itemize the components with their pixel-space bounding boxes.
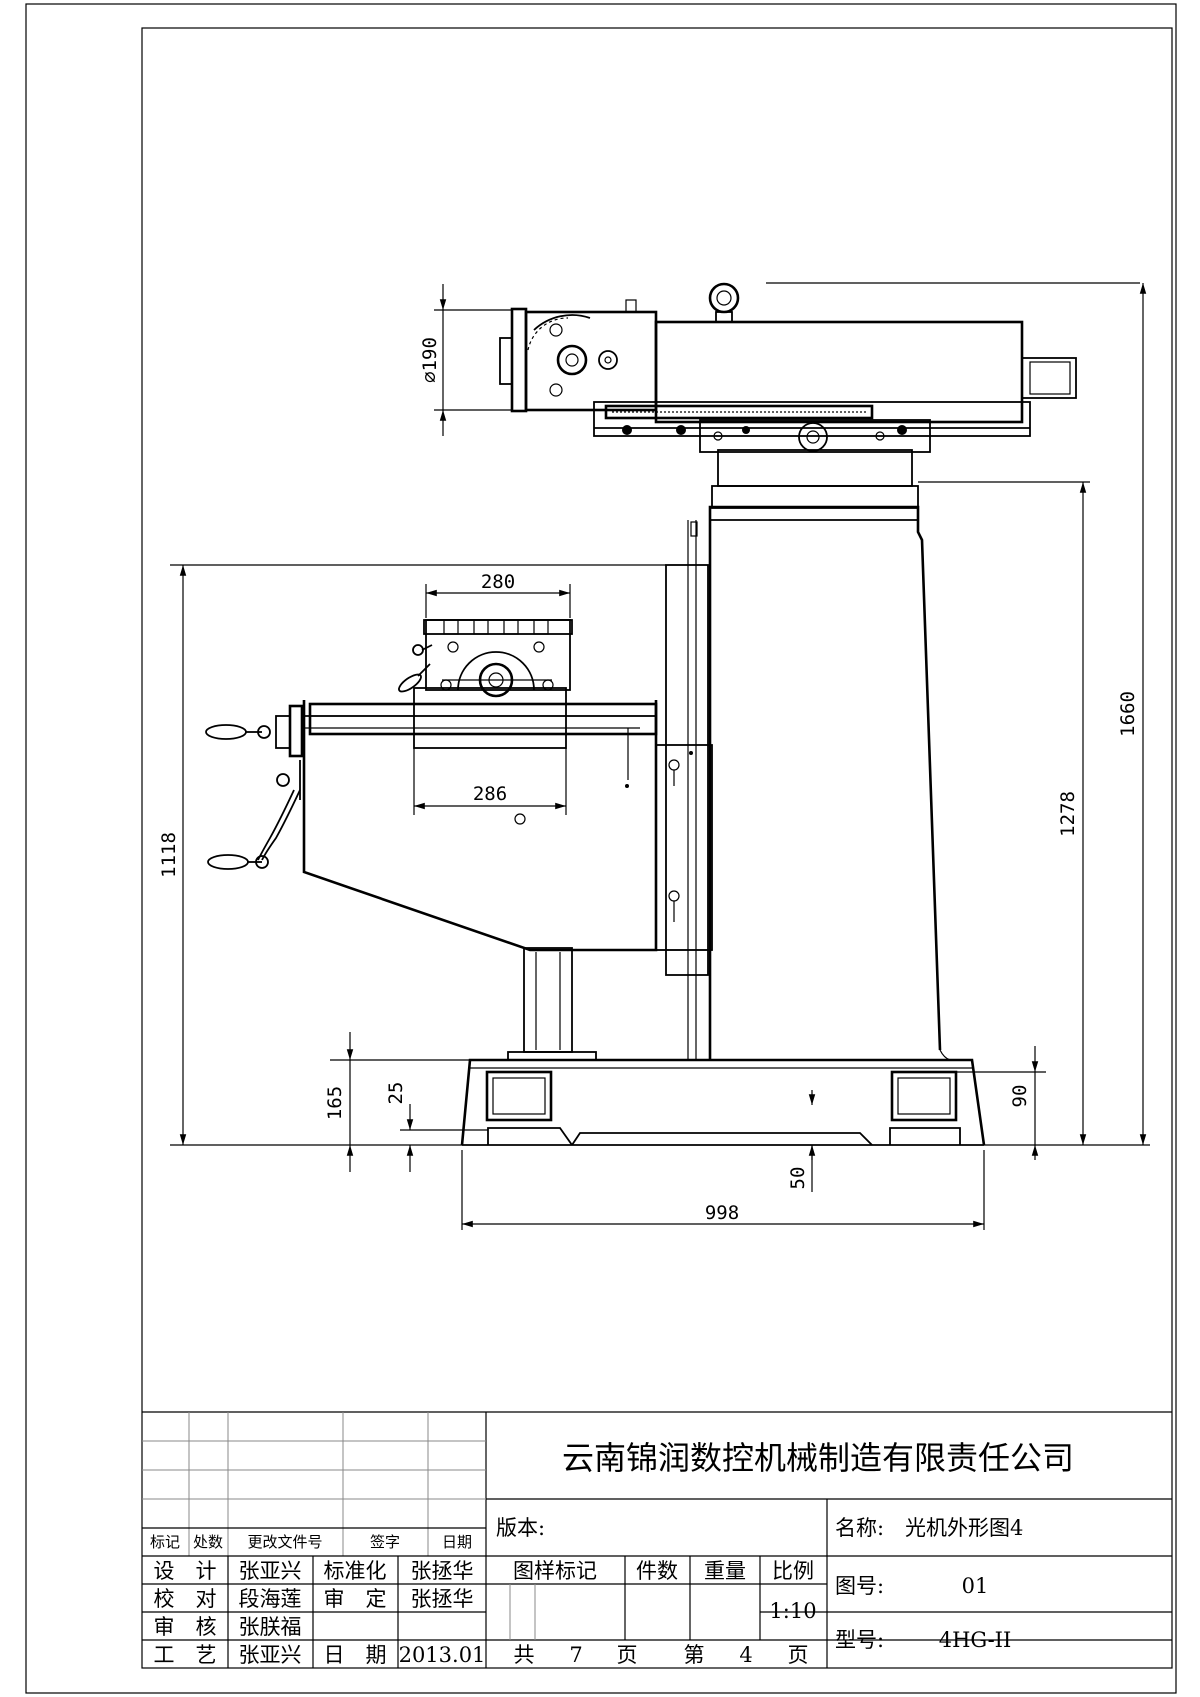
title-block: 云南锦润数控机械制造有限责任公司 标记 处数 更改文件号 签字 日期 设 计 张… (142, 1411, 1172, 1668)
dim-280: 280 (481, 571, 515, 593)
dimension-lines: ⌀190 280 286 1118 1660 1278 165 (158, 283, 1150, 1230)
dim-90: 90 (1009, 1085, 1031, 1108)
total-pages-label: 共 (514, 1643, 535, 1667)
rev-header-date: 日期 (442, 1533, 472, 1551)
current-page-label: 第 (684, 1643, 705, 1667)
review-name: 张朕福 (239, 1615, 302, 1639)
current-page-value: 4 (739, 1643, 752, 1667)
current-page-unit: 页 (788, 1643, 809, 1667)
dim-1118: 1118 (158, 832, 180, 878)
standard-name: 张拯华 (411, 1559, 474, 1583)
scale-value: 1:10 (769, 1599, 816, 1623)
dim-165: 165 (324, 1086, 346, 1120)
process-label: 工 艺 (154, 1643, 217, 1667)
drawing-no-value: 01 (962, 1574, 989, 1598)
date-value: 2013.01 (399, 1643, 486, 1667)
company-name: 云南锦润数控机械制造有限责任公司 (562, 1439, 1074, 1477)
name-label: 名称: (835, 1516, 884, 1540)
design-label: 设 计 (154, 1559, 217, 1583)
review-label: 审 核 (154, 1615, 217, 1639)
dim-1660: 1660 (1117, 691, 1139, 737)
machine-handwheels (205, 644, 433, 870)
dim-998: 998 (705, 1202, 739, 1224)
version-label: 版本: (496, 1516, 545, 1540)
model-label: 型号: (835, 1628, 884, 1652)
name-value: 光机外形图4 (905, 1516, 1023, 1540)
weight-header: 重量 (704, 1559, 746, 1583)
rev-header-count: 处数 (193, 1533, 223, 1551)
process-name: 张亚兴 (239, 1643, 302, 1667)
total-pages-value: 7 (569, 1643, 582, 1667)
total-pages-unit: 页 (617, 1643, 638, 1667)
check-name: 段海莲 (239, 1587, 302, 1611)
approve-label: 审 定 (324, 1587, 387, 1611)
dim-286: 286 (473, 783, 507, 805)
model-value: 4HG-II (939, 1628, 1012, 1652)
approve-name: 张拯华 (411, 1587, 474, 1611)
dim-50: 50 (787, 1167, 809, 1190)
outer-border (25, 3, 1177, 1694)
drawing-no-label: 图号: (835, 1574, 884, 1598)
machine-table (308, 619, 658, 749)
milling-machine-drawing (205, 282, 1140, 1146)
inner-frame (141, 27, 1173, 1669)
rev-header-signature: 签字 (370, 1533, 400, 1551)
sample-mark-header: 图样标记 (513, 1559, 597, 1583)
machine-knee (302, 564, 713, 976)
dim-1278: 1278 (1057, 791, 1079, 837)
scale-header: 比例 (772, 1559, 814, 1583)
machine-column (687, 449, 951, 1061)
machine-pedestal (507, 947, 597, 1061)
machine-ram (499, 282, 1140, 453)
rev-header-mark: 标记 (150, 1533, 180, 1551)
dim-25: 25 (385, 1082, 407, 1105)
standard-label: 标准化 (324, 1559, 387, 1583)
check-label: 校 对 (154, 1587, 217, 1611)
design-name: 张亚兴 (239, 1559, 302, 1583)
dim-phi-190: ⌀190 (419, 337, 441, 383)
date-label: 日 期 (324, 1643, 387, 1667)
pieces-header: 件数 (636, 1559, 678, 1583)
machine-base (460, 1058, 986, 1146)
rev-header-docno: 更改文件号 (247, 1533, 322, 1551)
